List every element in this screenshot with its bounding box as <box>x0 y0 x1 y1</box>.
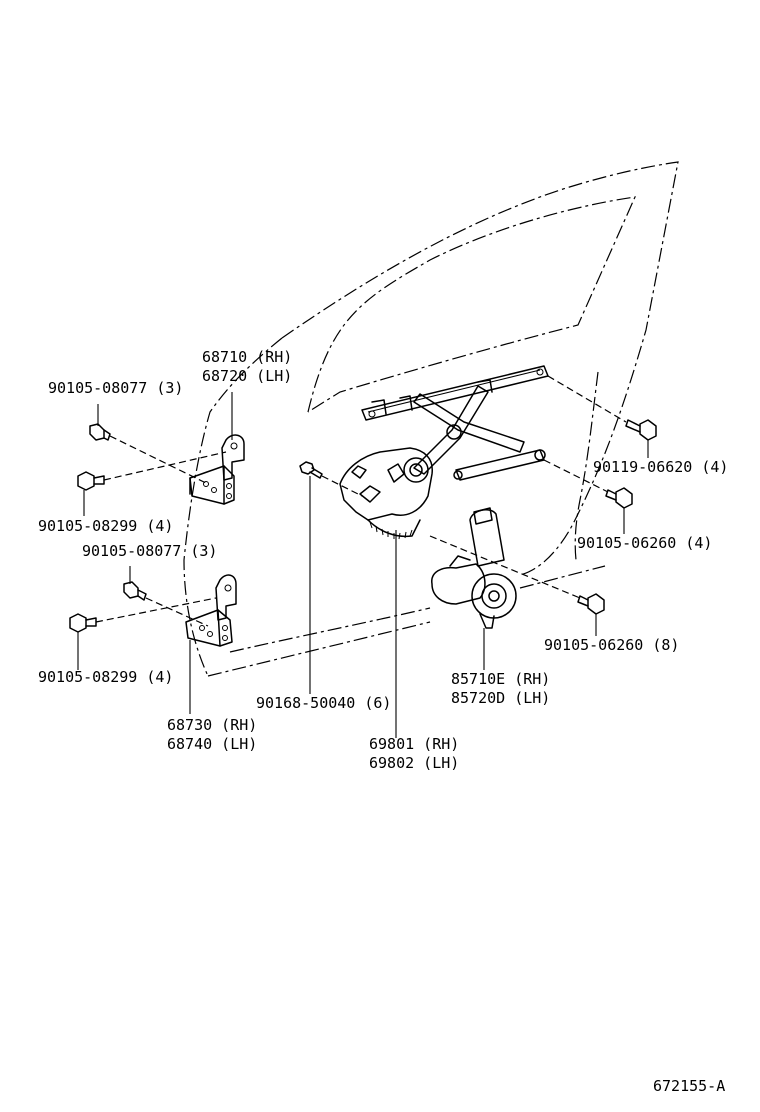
label-hinge-lower-rh: 68730 (RH) <box>167 716 257 734</box>
label-bolt-upper-lower: 90105-08299 (4) <box>38 517 173 535</box>
label-hinge-upper-rh: 68710 (RH) <box>202 348 292 366</box>
leader-lines <box>77 392 649 738</box>
bolt-icon-right-mid <box>605 487 633 509</box>
diagram-code: 672155-A <box>653 1077 725 1095</box>
bolt-icon-upper-left <box>89 423 111 441</box>
label-hinge-upper-lh: 68720 (LH) <box>202 367 292 385</box>
window-regulator <box>339 365 549 540</box>
label-bolt-right-lower: 90105-06260 (8) <box>544 636 679 654</box>
install-lines <box>95 375 627 627</box>
label-regulator-rh: 69801 (RH) <box>369 735 459 753</box>
screw-icon-regulator <box>299 461 323 479</box>
label-bolt-upper-left: 90105-08077 (3) <box>48 379 183 397</box>
label-motor-lh: 85720D (LH) <box>451 689 550 707</box>
bolt-icon-upper-lower <box>77 471 105 491</box>
window-motor <box>431 507 517 629</box>
label-screw-regulator: 90168-50040 (6) <box>256 694 391 712</box>
bolt-icon-right-upper <box>625 419 657 441</box>
label-bolt-lower-lower: 90105-08299 (4) <box>38 668 173 686</box>
label-regulator-lh: 69802 (LH) <box>369 754 459 772</box>
bolt-icon-lower-lower <box>69 613 97 633</box>
label-hinge-lower-lh: 68740 (LH) <box>167 735 257 753</box>
label-bolt-right-upper: 90119-06620 (4) <box>593 458 728 476</box>
bolt-icon-lower-upper <box>123 581 147 601</box>
label-bolt-lower-upper: 90105-08077 (3) <box>82 542 217 560</box>
door-outline <box>183 161 679 677</box>
lower-door-hinge <box>185 574 237 647</box>
part-labels: 68710 (RH) 68720 (LH) 90105-08077 (3) 90… <box>38 348 728 1095</box>
bolt-icon-right-lower <box>577 593 605 615</box>
label-bolt-right-mid: 90105-06260 (4) <box>577 534 712 552</box>
upper-door-hinge <box>189 434 245 505</box>
label-motor-rh: 85710E (RH) <box>451 670 550 688</box>
